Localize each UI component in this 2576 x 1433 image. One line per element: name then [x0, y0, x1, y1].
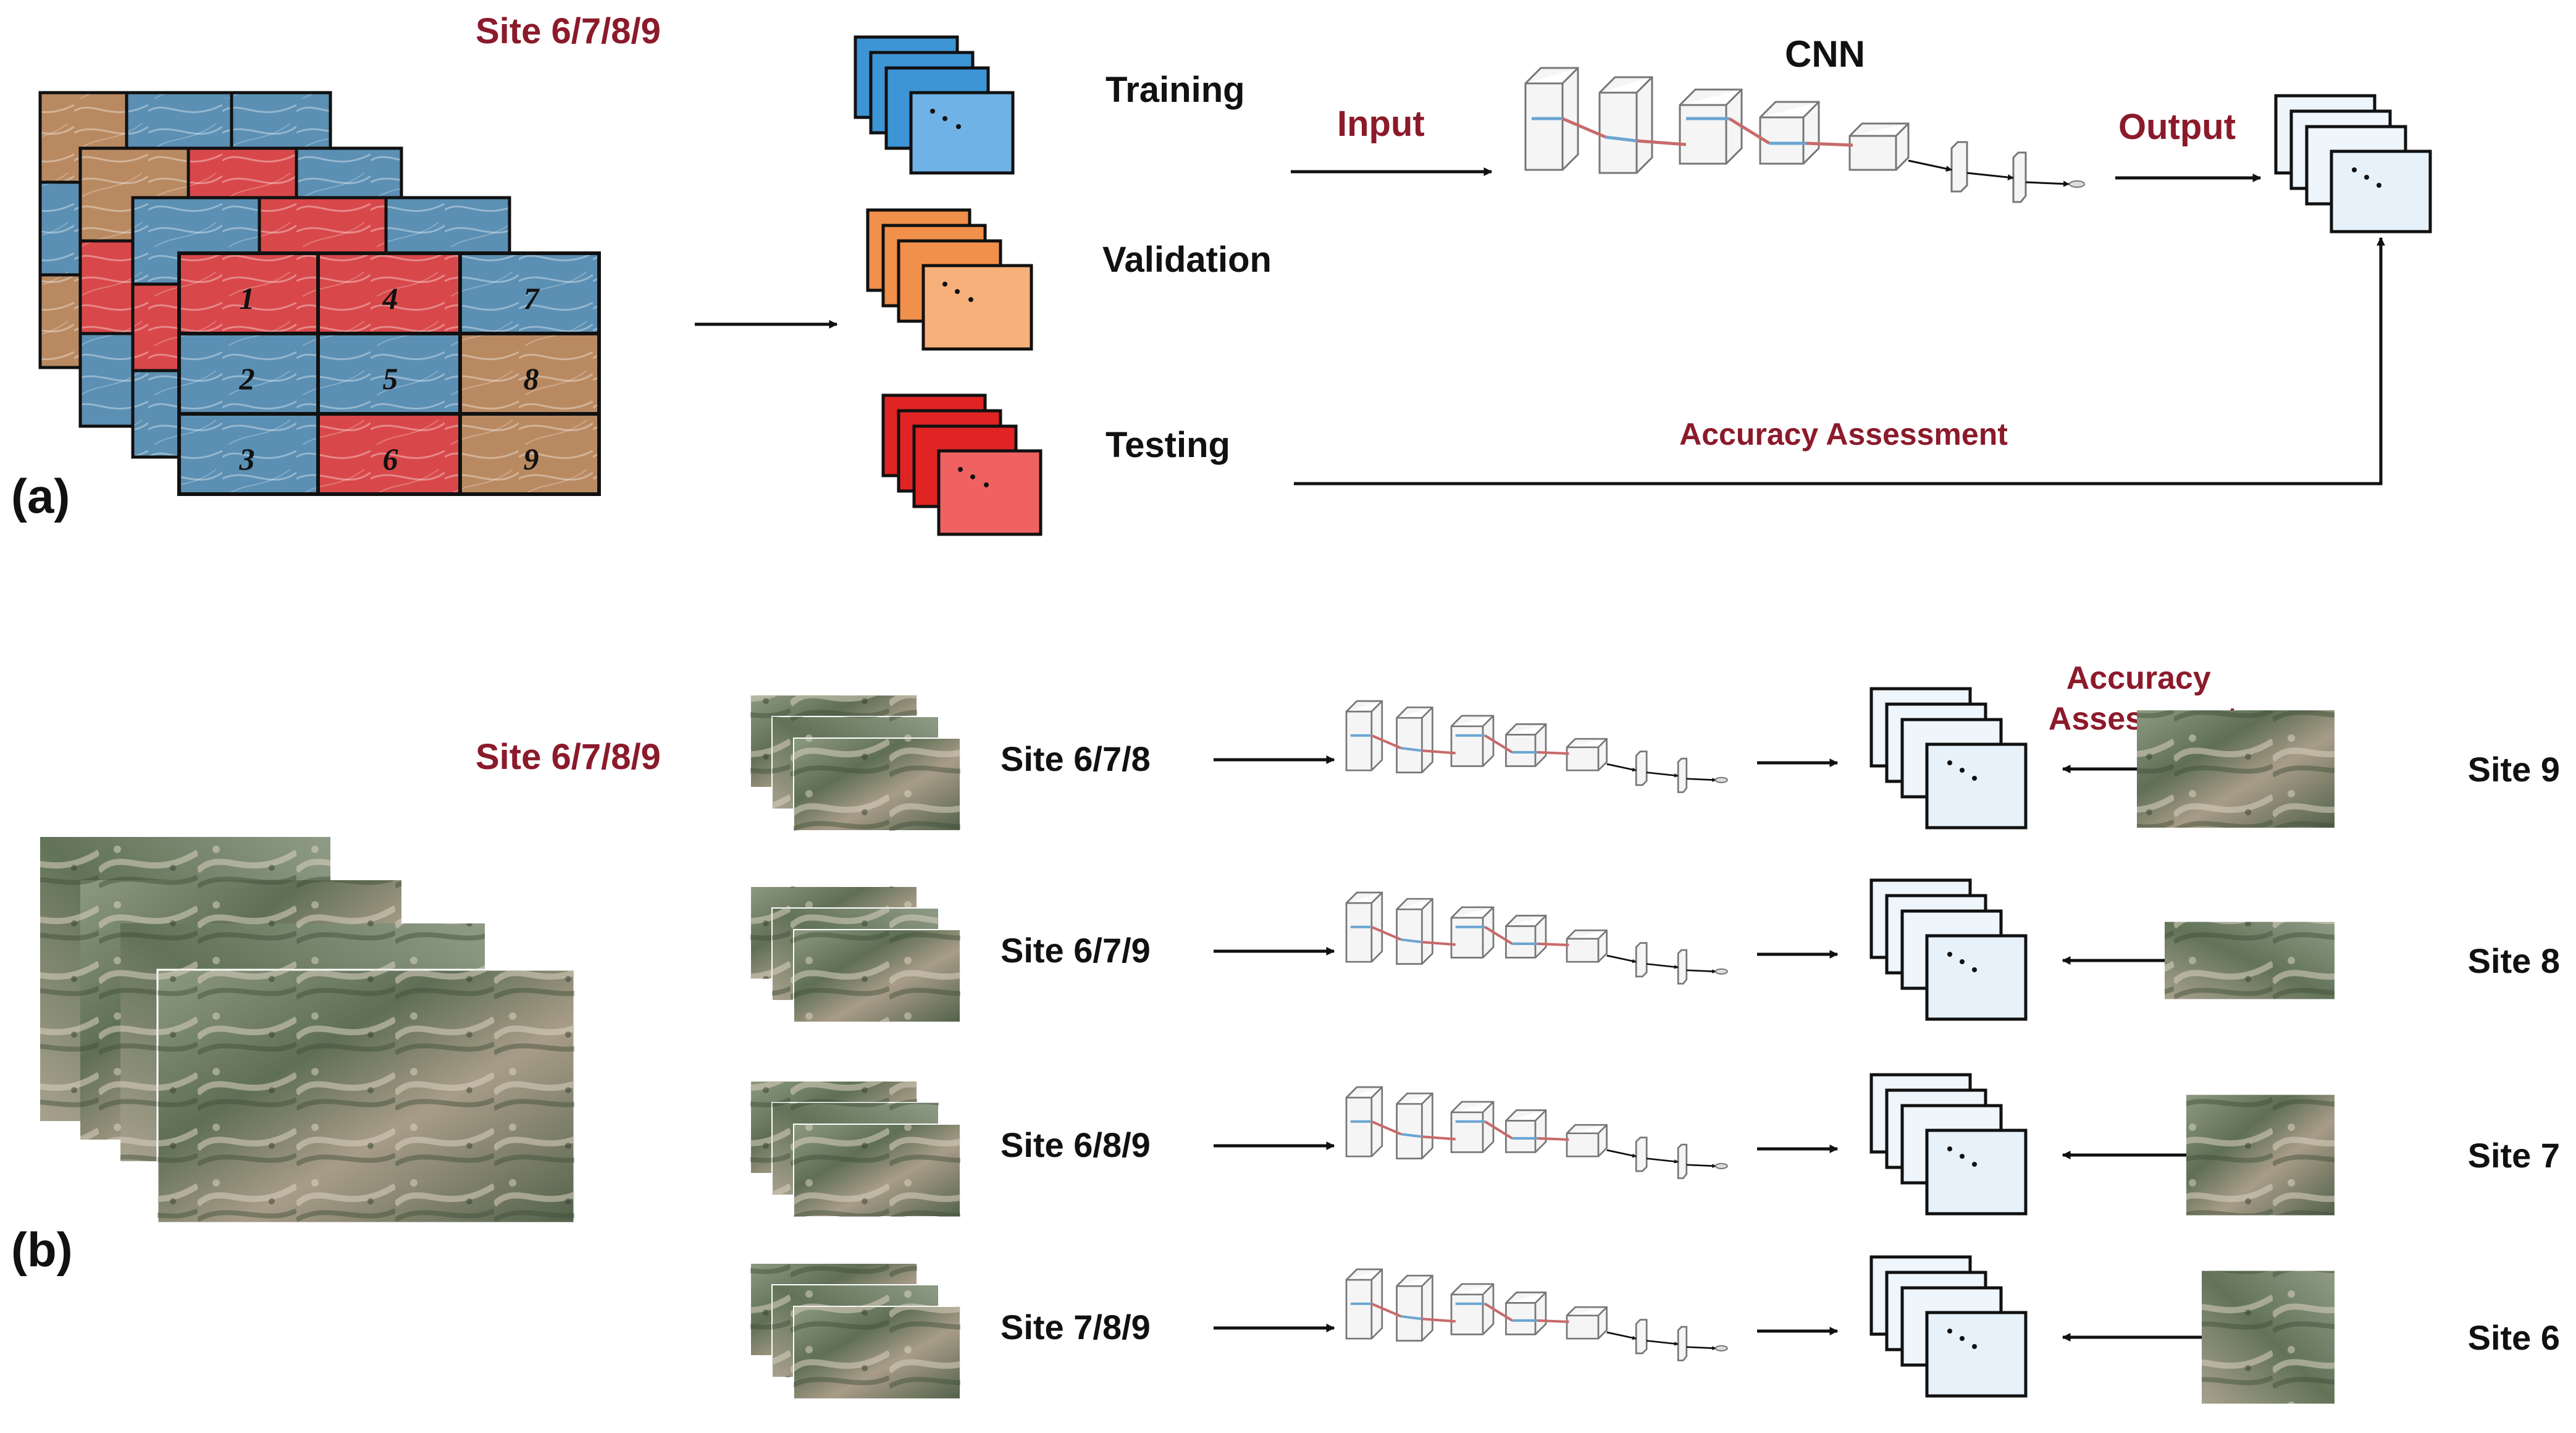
training-image-stack — [750, 1263, 961, 1400]
validation-stack — [866, 208, 1033, 351]
training-sites-label: Site 6/7/9 — [1001, 931, 1151, 970]
tile-number-8: 8 — [524, 361, 539, 396]
test-site-label: Site 6 — [2468, 1318, 2560, 1357]
output-stack — [1869, 878, 2028, 1021]
panel-a-site-title: Site 6/7/8/9 — [476, 11, 661, 51]
experiment-row: Site 6/8/9 Site 7 — [750, 1073, 2560, 1217]
training-label: Training — [1105, 70, 1245, 110]
cnn-architecture — [1345, 891, 1728, 985]
tile-grid-front: 1 4 7 2 5 8 3 6 9 — [177, 251, 601, 496]
tile-number-3: 3 — [239, 442, 255, 476]
output-stack — [1869, 1073, 2028, 1216]
cnn-label: CNN — [1785, 33, 1865, 75]
training-sites-label: Site 7/8/9 — [1001, 1308, 1151, 1347]
panel-a-letter: (a) — [11, 469, 70, 523]
test-site-image — [2186, 1095, 2335, 1216]
tile-number-7: 7 — [524, 281, 540, 316]
tile-number-1: 1 — [240, 281, 255, 316]
accuracy-label-line-1: Accuracy — [2066, 660, 2211, 696]
training-sites-label: Site 6/7/8 — [1001, 739, 1151, 778]
output-label: Output — [2118, 107, 2236, 147]
output-stack — [1869, 1255, 2028, 1398]
accuracy-assessment-arrow — [1294, 237, 2385, 485]
test-site-label: Site 9 — [2468, 750, 2560, 789]
training-sites-label: Site 6/8/9 — [1001, 1125, 1151, 1164]
site-image-stack — [40, 837, 576, 1224]
panel-b-letter: (b) — [11, 1222, 73, 1277]
tile-number-6: 6 — [383, 442, 398, 476]
test-site-image — [2165, 922, 2335, 999]
test-site-label: Site 8 — [2468, 941, 2560, 980]
training-image-stack — [750, 1080, 961, 1217]
test-site-image — [2202, 1271, 2335, 1404]
training-image-stack — [750, 694, 961, 831]
training-stack — [854, 35, 1015, 175]
output-stack — [2274, 94, 2432, 233]
test-site-label: Site 7 — [2468, 1136, 2560, 1175]
experiment-row: Site 6/7/8 Site 9 — [750, 687, 2560, 831]
tile-number-5: 5 — [383, 361, 398, 396]
input-label: Input — [1337, 104, 1425, 144]
tile-number-4: 4 — [382, 281, 398, 316]
output-stack — [1869, 687, 2028, 830]
accuracy-assessment-label: Accuracy Assessment — [1679, 417, 2008, 452]
panel-a: (a) Site 6/7/8/9 — [11, 11, 2432, 536]
testing-label: Testing — [1105, 425, 1230, 465]
panel-b-site-title: Site 6/7/8/9 — [476, 737, 661, 777]
cnn-architecture — [1524, 67, 2085, 203]
test-site-image — [2137, 710, 2335, 828]
experiment-row: Site 7/8/9 Site 6 — [750, 1255, 2560, 1404]
testing-stack — [881, 393, 1043, 536]
training-image-stack — [750, 886, 961, 1023]
tile-number-2: 2 — [239, 361, 255, 396]
panel-b: (b) Site 6/7/8/9 Accuracy Assessment Sit… — [11, 660, 2560, 1404]
experiment-rows: Site 6/7/8 Site 9 Site 6/7/9 Site 8 Site 6/8… — [750, 687, 2560, 1404]
experiment-row: Site 6/7/9 Site 8 — [750, 878, 2560, 1023]
cnn-architecture — [1345, 700, 1728, 793]
tile-number-9: 9 — [524, 442, 539, 476]
cnn-architecture — [1345, 1086, 1728, 1179]
validation-label: Validation — [1102, 240, 1272, 280]
cnn-architecture — [1345, 1268, 1728, 1361]
site-tile-stack: 1 4 7 2 5 8 3 6 9 — [38, 91, 601, 496]
